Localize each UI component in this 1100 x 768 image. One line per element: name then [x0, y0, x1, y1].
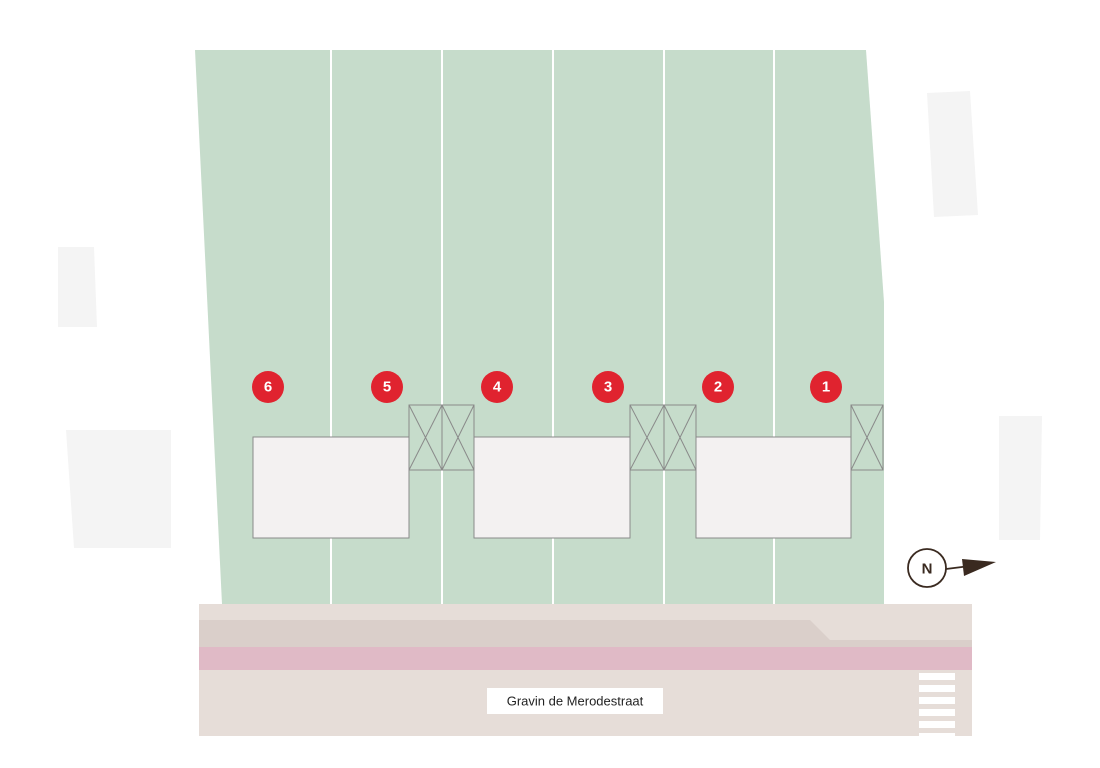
lot-marker-1[interactable]: 1 — [810, 371, 842, 403]
lot-marker-circle — [371, 371, 403, 403]
carports — [408, 404, 884, 471]
lot-marker-circle — [702, 371, 734, 403]
lot-number: 6 — [264, 379, 272, 396]
street-label-box — [487, 688, 663, 714]
street-label: Gravin de Merodestraat — [507, 694, 644, 709]
carport — [663, 404, 697, 471]
lot-number: 5 — [383, 379, 391, 396]
neighbor-building-right — [999, 416, 1042, 540]
carport — [850, 404, 884, 471]
carport — [408, 404, 443, 471]
lot-marker-circle — [481, 371, 513, 403]
north-arrow-icon: N — [907, 548, 996, 588]
lot-marker-6[interactable]: 6 — [252, 371, 284, 403]
lot-number: 1 — [822, 379, 830, 396]
compass-ring — [907, 548, 947, 588]
lot-marker-circle — [810, 371, 842, 403]
lot-markers: 6 5 4 3 2 1 — [252, 371, 842, 403]
neighbor-buildings — [58, 91, 1042, 548]
carport — [441, 404, 475, 471]
street: Gravin de Merodestraat — [199, 604, 972, 736]
carport — [629, 404, 665, 471]
house-block-lots-4-3 — [473, 436, 631, 539]
compass-letter: N — [922, 561, 933, 578]
lot-marker-5[interactable]: 5 — [371, 371, 403, 403]
zebra-crossing — [919, 673, 955, 736]
neighbor-building-top-right — [927, 91, 978, 217]
neighbor-building-left-small — [58, 247, 97, 327]
lot-marker-circle — [592, 371, 624, 403]
house-block-lots-6-5 — [252, 436, 410, 539]
lot-number: 4 — [493, 379, 502, 396]
lot-marker-circle — [252, 371, 284, 403]
house-blocks — [252, 436, 852, 539]
neighbor-building-left-large — [66, 430, 171, 548]
bike-lane — [199, 647, 972, 670]
lot-marker-2[interactable]: 2 — [702, 371, 734, 403]
road-lane — [199, 620, 972, 647]
lot-marker-3[interactable]: 3 — [592, 371, 624, 403]
compass-arrow-head — [962, 559, 996, 576]
house-block-lots-2-1 — [695, 436, 852, 539]
lot-number: 2 — [714, 379, 722, 396]
lot-marker-4[interactable]: 4 — [481, 371, 513, 403]
lot-number: 3 — [604, 379, 612, 396]
